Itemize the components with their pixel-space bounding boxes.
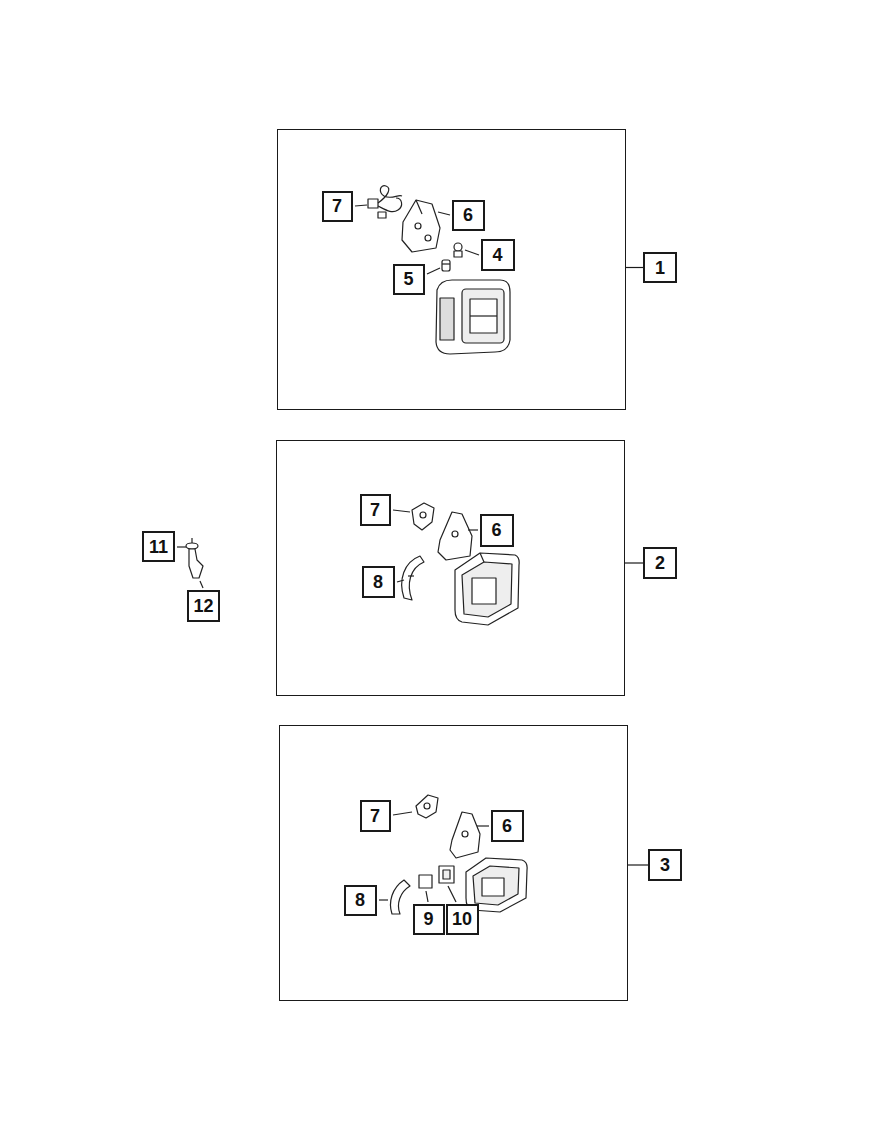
callout-box: 2 (643, 547, 677, 579)
callout-box: 1 (643, 252, 677, 283)
callout-box: 7 (360, 494, 391, 526)
callout-box: 3 (648, 849, 682, 881)
callout-number: 6 (491, 521, 501, 539)
group-frame: 7 6 4 5 (277, 129, 626, 410)
callout-box: 10 (446, 904, 479, 935)
callout-box: 5 (393, 264, 425, 295)
callout-box: 4 (481, 239, 515, 271)
callout-number: 11 (149, 538, 168, 556)
callout-number: 7 (370, 807, 380, 825)
callout-box: 8 (362, 566, 395, 598)
callout-box: 6 (480, 514, 514, 547)
callout-number: 2 (655, 554, 665, 572)
callout-number: 9 (423, 910, 433, 928)
callout-number: 7 (332, 197, 342, 215)
callout-number: 4 (492, 246, 502, 264)
callout-box: 9 (413, 904, 445, 935)
callout-number: 10 (452, 910, 472, 928)
callout-box: 8 (344, 885, 377, 916)
callout-number: 12 (193, 597, 213, 615)
callout-number: 6 (463, 206, 473, 224)
callout-box: 6 (452, 200, 485, 231)
callout-number: 6 (502, 817, 512, 835)
callout-number: 3 (660, 856, 670, 874)
callout-box: 12 (187, 590, 220, 622)
callout-box: 11 (142, 531, 175, 562)
group-frame: 7 6 8 (276, 440, 625, 696)
leader-line (625, 562, 643, 563)
leader-line (626, 267, 643, 268)
callout-number: 5 (403, 270, 413, 288)
callout-box: 7 (360, 800, 391, 832)
callout-number: 1 (655, 259, 665, 277)
callout-box: 7 (322, 191, 353, 222)
callout-number: 8 (373, 573, 383, 591)
callout-number: 7 (370, 501, 380, 519)
callout-box: 6 (491, 810, 524, 842)
group-frame: 7 6 8 9 10 (279, 725, 628, 1001)
leader-line (628, 864, 648, 865)
callout-number: 8 (355, 891, 365, 909)
